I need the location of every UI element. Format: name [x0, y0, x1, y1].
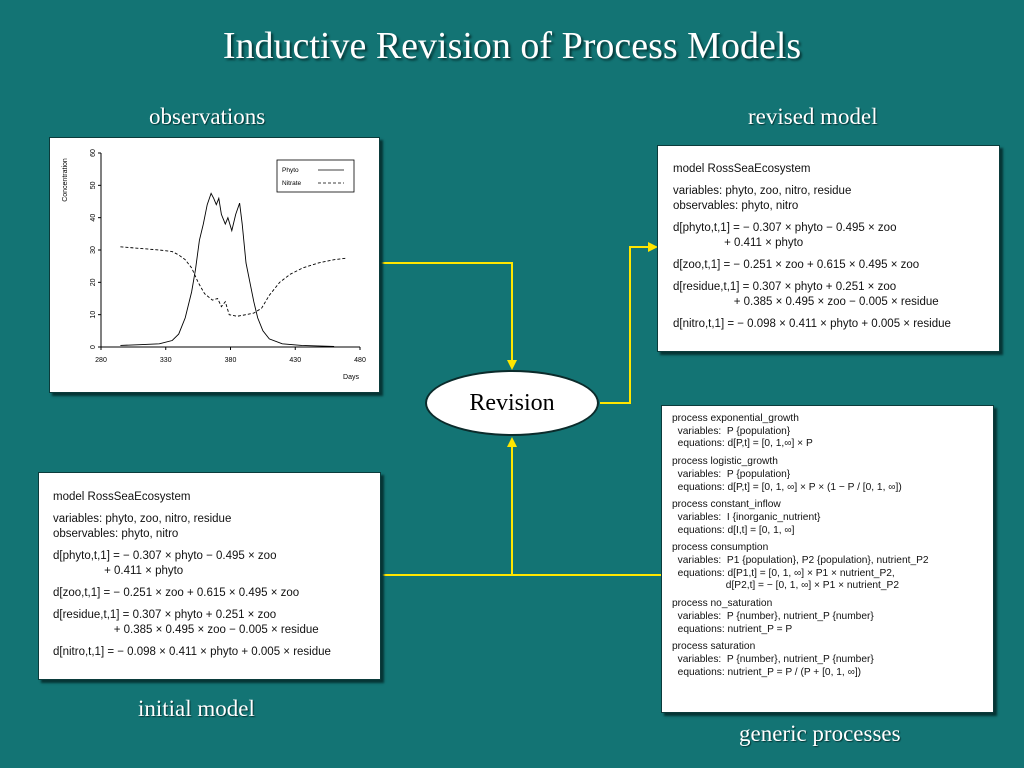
equation-block: model RossSeaEcosystem — [673, 162, 999, 177]
process-block: process exponential_growth variables: P … — [672, 413, 993, 451]
text-line: equations: nutrient_P = P / (P + [0, 1, … — [672, 666, 862, 678]
text-line: d[nitro,t,1] = − 0.098 × 0.411 × phyto +… — [673, 318, 951, 330]
text-line: process saturation — [672, 641, 756, 653]
y-axis-label: Concentration — [62, 158, 69, 202]
equation-block: d[residue,t,1] = 0.307 × phyto + 0.251 ×… — [53, 608, 380, 638]
chart-series — [120, 192, 348, 347]
text-line: variables: P {population} — [672, 425, 791, 437]
text-line: d[zoo,t,1] = − 0.251 × zoo + 0.615 × 0.4… — [53, 587, 300, 599]
text-line: equations: nutrient_P = P — [672, 623, 793, 635]
revision-label: Revision — [469, 389, 555, 416]
text-line: process exponential_growth — [672, 413, 799, 424]
text-line: variables: I {inorganic_nutrient} — [672, 511, 821, 523]
x-tick-label: 280 — [95, 357, 107, 364]
equation-block: variables: phyto, zoo, nitro, residue obs… — [53, 512, 380, 542]
text-line: variables: phyto, zoo, nitro, residue — [53, 513, 232, 525]
y-tick-label: 10 — [90, 311, 97, 319]
text-line: d[residue,t,1] = 0.307 × phyto + 0.251 ×… — [53, 609, 277, 621]
revised-model-text: model RossSeaEcosystem variables: phyto, … — [673, 162, 999, 332]
generic-processes-box: process exponential_growth variables: P … — [661, 405, 994, 713]
legend-label: Nitrate — [282, 180, 302, 187]
text-line: observables: phyto, nitro — [53, 528, 179, 540]
text-line: process no_saturation — [672, 598, 773, 610]
equation-block: d[nitro,t,1] = − 0.098 × 0.411 × phyto +… — [673, 317, 999, 332]
text-line: variables: P {number}, nutrient_P {numbe… — [672, 610, 874, 622]
generic-processes-text: process exponential_growth variables: P … — [672, 413, 993, 679]
revised-model-box: model RossSeaEcosystem variables: phyto, … — [657, 145, 1000, 352]
equation-block: d[nitro,t,1] = − 0.098 × 0.411 × phyto +… — [53, 645, 380, 660]
text-line: d[nitro,t,1] = − 0.098 × 0.411 × phyto +… — [53, 646, 331, 658]
text-line: equations: d[I,t] = [0, 1, ∞] — [672, 524, 795, 536]
text-line: d[zoo,t,1] = − 0.251 × zoo + 0.615 × 0.4… — [673, 259, 920, 271]
equation-block: d[phyto,t,1] = − 0.307 × phyto − 0.495 ×… — [673, 221, 999, 251]
process-block: process no_saturation variables: P {numb… — [672, 598, 993, 636]
equation-block: d[zoo,t,1] = − 0.251 × zoo + 0.615 × 0.4… — [53, 586, 380, 601]
y-tick-label: 40 — [90, 214, 97, 222]
text-line: equations: d[P,t] = [0, 1,∞] × P — [672, 438, 813, 450]
text-line: + 0.385 × 0.495 × zoo − 0.005 × residue — [673, 296, 939, 308]
process-block: process consumption variables: P1 {popul… — [672, 542, 993, 593]
text-line: process logistic_growth — [672, 456, 778, 468]
revision-to-revised-model-arrow — [600, 242, 658, 404]
text-line: variables: P {number}, nutrient_P {numbe… — [672, 653, 874, 665]
revised-model-caption: revised model — [748, 104, 878, 129]
x-axis-label: Days — [343, 374, 359, 381]
text-line: + 0.385 × 0.495 × zoo − 0.005 × residue — [53, 624, 319, 636]
legend-box — [276, 159, 355, 193]
text-line: equations: d[P,t] = [0, 1, ∞] × P × (1 −… — [672, 481, 902, 493]
process-block: process constant_inflow variables: I {in… — [672, 499, 993, 537]
equation-block: d[residue,t,1] = 0.307 × phyto + 0.251 ×… — [673, 280, 999, 310]
text-line: variables: phyto, zoo, nitro, residue — [673, 185, 852, 197]
revision-node: Revision — [425, 370, 599, 436]
generic-processes-caption: generic processes — [739, 721, 901, 746]
initial-model-box: model RossSeaEcosystem variables: phyto, … — [38, 472, 381, 680]
process-block: process saturation variables: P {number}… — [672, 641, 993, 679]
observations-caption: observations — [149, 104, 266, 129]
text-line: equations: d[P1,t] = [0, 1, ∞] × P1 × nu… — [672, 567, 895, 579]
text-line: d[residue,t,1] = 0.307 × phyto + 0.251 ×… — [673, 281, 897, 293]
text-line: + 0.411 × phyto — [53, 565, 184, 577]
text-line: + 0.411 × phyto — [673, 237, 804, 249]
x-tick-label: 430 — [289, 357, 301, 364]
x-tick-label: 380 — [225, 357, 237, 364]
text-line: d[phyto,t,1] = − 0.307 × phyto − 0.495 ×… — [673, 222, 897, 234]
y-tick-label: 50 — [90, 181, 97, 189]
observations-to-revision-arrow — [380, 262, 517, 370]
text-line: d[phyto,t,1] = − 0.307 × phyto − 0.495 ×… — [53, 550, 277, 562]
series-nitrate-line — [120, 246, 348, 317]
x-tick-label: 480 — [354, 357, 366, 364]
text-line: model RossSeaEcosystem — [53, 491, 191, 503]
text-line: model RossSeaEcosystem — [673, 163, 811, 175]
equation-block: model RossSeaEcosystem — [53, 490, 380, 505]
text-line: d[P2,t] = − [0, 1, ∞] × P1 × nutrient_P2 — [672, 580, 899, 592]
slide-title: Inductive Revision of Process Models — [222, 25, 802, 67]
text-line: observables: phyto, nitro — [673, 200, 799, 212]
text-line: variables: P1 {population}, P2 {populati… — [672, 555, 929, 567]
y-tick-label: 0 — [90, 345, 97, 349]
y-tick-label: 20 — [90, 278, 97, 286]
equation-block: variables: phyto, zoo, nitro, residue obs… — [673, 184, 999, 214]
text-line: process constant_inflow — [672, 499, 781, 511]
y-tick-label: 30 — [90, 246, 97, 254]
initial-model-text: model RossSeaEcosystem variables: phyto, … — [53, 490, 380, 660]
initial-model-caption: initial model — [138, 696, 255, 721]
legend-label: Phyto — [282, 167, 299, 174]
equation-block: d[phyto,t,1] = − 0.307 × phyto − 0.495 ×… — [53, 549, 380, 579]
process-block: process logistic_growth variables: P {po… — [672, 456, 993, 494]
y-tick-label: 60 — [90, 149, 97, 157]
series-phyto-line — [120, 192, 335, 347]
x-tick-label: 330 — [160, 357, 172, 364]
text-line: process consumption — [672, 542, 769, 554]
text-line: variables: P {population} — [672, 468, 791, 480]
equation-block: d[zoo,t,1] = − 0.251 × zoo + 0.615 × 0.4… — [673, 258, 999, 273]
